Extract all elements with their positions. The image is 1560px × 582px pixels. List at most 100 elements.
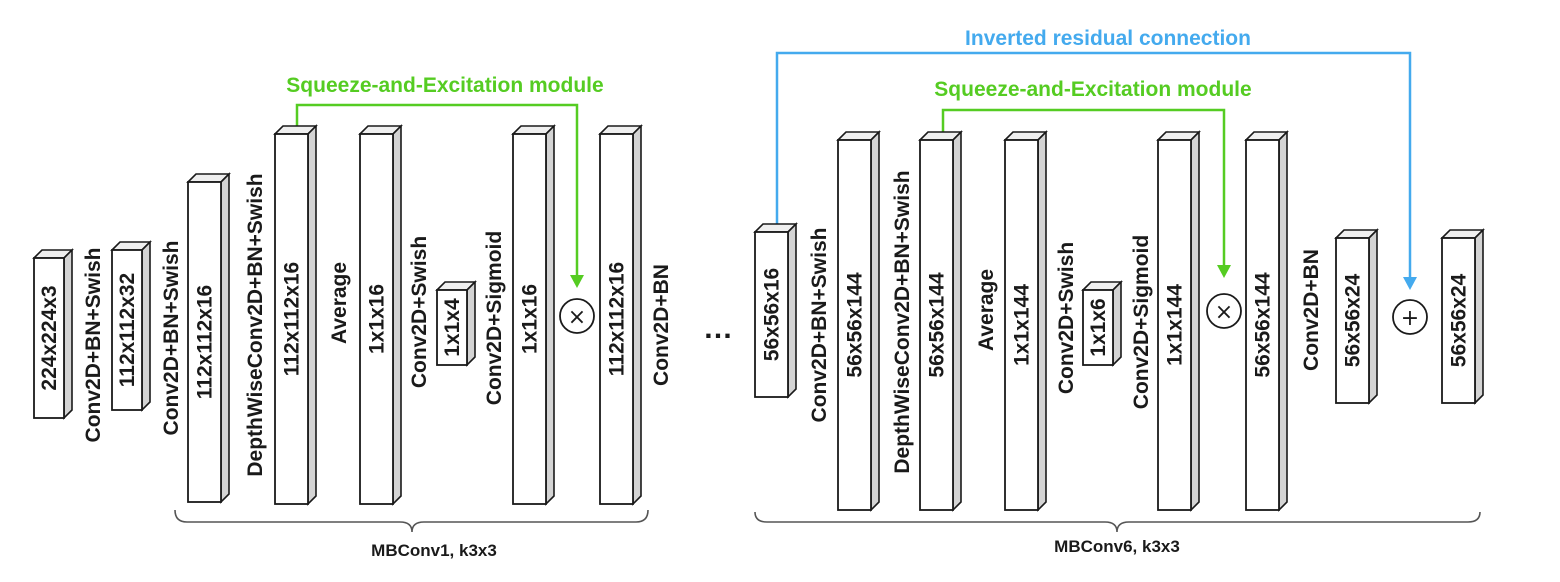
tensor-box-front — [599, 133, 634, 505]
tensor-box: 1x1x144 — [1156, 130, 1201, 512]
op-label: Average — [328, 262, 351, 344]
tensor-box: 56x56x16 — [753, 222, 798, 399]
op-label: Conv2D+BN — [1300, 249, 1323, 371]
tensor-box-front — [187, 181, 222, 503]
tensor-label: 112x112x32 — [116, 273, 139, 387]
multiply-symbol: × — [1215, 300, 1233, 325]
se-connection-line-block1 — [295, 103, 579, 276]
tensor-box-side — [870, 130, 880, 512]
tensor-box: 56x56x144 — [836, 130, 881, 512]
tensor-label: 112x112x16 — [194, 285, 217, 399]
tensor-box: 56x56x24 — [1334, 228, 1379, 405]
multiply-symbol: × — [568, 305, 586, 330]
tensor-box-side — [1368, 228, 1378, 405]
brace-block2 — [754, 511, 1481, 533]
tensor-box: 56x56x24 — [1440, 228, 1485, 405]
tensor-box-front — [1082, 289, 1114, 366]
tensor-box-side — [392, 124, 402, 506]
multiply-operator-block2: × — [1206, 293, 1242, 329]
se-module-label-block1: Squeeze-and-Excitation module — [286, 74, 603, 97]
tensor-label: 224x224x3 — [38, 285, 61, 390]
tensor-box-side — [952, 130, 962, 512]
tensor-box-side — [632, 124, 642, 506]
tensor-label: 1x1x16 — [366, 284, 389, 354]
tensor-box: 112x112x16 — [186, 172, 231, 504]
brace-block1 — [174, 509, 649, 533]
tensor-box: 112x112x16 — [598, 124, 643, 506]
se-arrowhead-block1 — [570, 275, 584, 288]
tensor-box: 112x112x32 — [110, 240, 152, 412]
ops-layer: Conv2D+BN+Swish Conv2D+BN+Swish DepthWis… — [82, 170, 1323, 476]
op-label: Conv2D+Sigmoid — [483, 231, 506, 405]
tensor-box: 1x1x16 — [511, 124, 556, 506]
tensor-box: 56x56x144 — [1244, 130, 1289, 512]
brace-label-block2: MBConv6, k3x3 — [1054, 537, 1180, 556]
residual-arrowhead — [1403, 277, 1417, 290]
tensor-label: 56x56x24 — [1448, 273, 1471, 367]
tensor-box: 1x1x6 — [1081, 280, 1123, 367]
tensor-box-side — [220, 172, 230, 504]
tensor-label: 1x1x6 — [1087, 298, 1110, 356]
se-module-label-block2: Squeeze-and-Excitation module — [934, 78, 1251, 101]
tensor-box-side — [466, 280, 476, 367]
tensor-box-front — [1245, 139, 1280, 511]
tensor-box-front — [837, 139, 872, 511]
tensor-box-front — [436, 289, 468, 366]
tensor-box: 56x56x144 — [918, 130, 963, 512]
tensor-layer: 224x224x3 112x112x32 112x112x16 112x112x16 1… — [32, 124, 1485, 512]
tensor-box: 112x112x16 — [273, 124, 318, 506]
tensor-label: 1x1x144 — [1164, 284, 1187, 366]
tensor-box-side — [1278, 130, 1288, 512]
tensor-box-front — [359, 133, 394, 505]
tensor-box: 224x224x3 — [32, 248, 74, 420]
multiply-operator-block1: × — [559, 298, 595, 334]
tensor-box-front — [1441, 237, 1476, 404]
tensor-box-side — [1037, 130, 1047, 512]
tensor-box-side — [1112, 280, 1122, 367]
add-operator: + — [1392, 299, 1428, 335]
op-label: Conv2D+BN+Swish — [160, 241, 183, 436]
op-label: Conv2D+BN+Swish — [82, 248, 105, 443]
op-label: Average — [975, 269, 998, 351]
tensor-box: 1x1x144 — [1003, 130, 1048, 512]
tensor-label: 112x112x16 — [606, 262, 629, 376]
tensor-label: 56x56x144 — [844, 272, 867, 377]
tensor-box-front — [33, 257, 65, 419]
tensor-box-side — [1190, 130, 1200, 512]
tensor-box-side — [63, 248, 73, 420]
tensor-label: 56x56x24 — [1342, 273, 1365, 367]
tensor-box-side — [1474, 228, 1484, 405]
brace-label-block1: MBConv1, k3x3 — [371, 541, 497, 560]
tensor-box-front — [1335, 237, 1370, 404]
tensor-label: 56x56x144 — [926, 272, 949, 377]
tensor-label: 56x56x144 — [1252, 272, 1275, 377]
tensor-box-front — [1004, 139, 1039, 511]
tensor-box-front — [111, 249, 143, 411]
tensor-box-front — [1157, 139, 1192, 511]
op-label: Conv2D+Swish — [1055, 242, 1078, 394]
tensor-box-front — [919, 139, 954, 511]
tensor-box-front — [512, 133, 547, 505]
tensor-label: 56x56x16 — [761, 268, 784, 361]
tensor-box-side — [545, 124, 555, 506]
tensor-label: 1x1x16 — [519, 284, 542, 354]
op-label: Conv2D+BN+Swish — [808, 228, 831, 423]
op-label: Conv2D+Swish — [408, 236, 431, 388]
tensor-label: 1x1x144 — [1011, 284, 1034, 366]
tensor-label: 1x1x4 — [441, 298, 464, 357]
op-label: DepthWiseConv2D+BN+Swish — [244, 173, 267, 476]
tensor-box-front — [754, 231, 789, 398]
op-label: Conv2D+BN — [650, 264, 673, 386]
tensor-box: 1x1x4 — [435, 280, 477, 367]
op-label: Conv2D+Sigmoid — [1130, 235, 1153, 409]
op-label: DepthWiseConv2D+BN+Swish — [891, 170, 914, 473]
residual-connection-line — [775, 51, 1412, 278]
se-connection-line-block2 — [941, 108, 1226, 266]
tensor-box: 1x1x16 — [358, 124, 403, 506]
tensor-label: 112x112x16 — [281, 262, 304, 376]
se-arrowhead-block2 — [1217, 265, 1231, 278]
ellipsis: … — [703, 312, 733, 345]
tensor-box-side — [307, 124, 317, 506]
